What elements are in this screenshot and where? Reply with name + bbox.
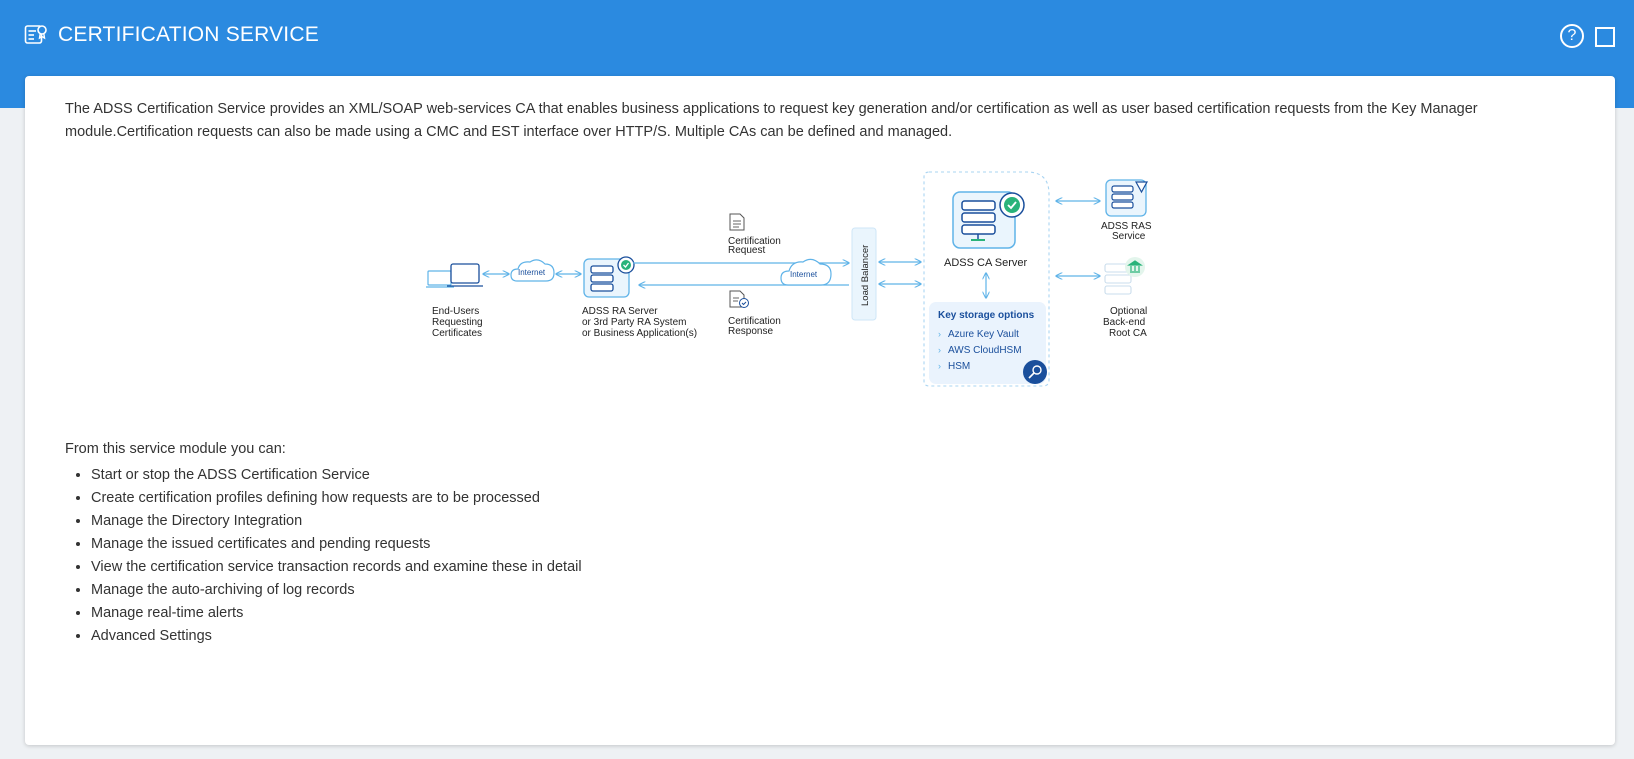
ra-server-label-1: ADSS RA Server [582, 306, 658, 317]
key-storage-option-1: Azure Key Vault [948, 329, 1019, 340]
document-icon [729, 213, 745, 231]
list-item: View the certification service transacti… [91, 556, 582, 579]
cloud-icon [510, 259, 555, 282]
key-storage-box [929, 302, 1046, 384]
ca-server-label: ADSS CA Server [944, 257, 1027, 269]
list-item: Create certification profiles defining h… [91, 487, 582, 510]
backend-ca-label-1: Optional [1110, 306, 1147, 317]
ra-server-icon [583, 256, 635, 298]
ra-server-label-2: or 3rd Party RA System [582, 317, 686, 328]
ras-service-label-2: Service [1112, 231, 1146, 242]
ras-service-icon [1105, 179, 1149, 217]
list-item: Manage the Directory Integration [91, 510, 582, 533]
key-storage-title: Key storage options [938, 310, 1035, 321]
maximize-button[interactable] [1595, 27, 1615, 47]
cert-response-label-2: Response [728, 326, 773, 337]
list-item: Manage the issued certificates and pendi… [91, 533, 582, 556]
load-balancer-label: Load Balancer [860, 245, 871, 306]
list-item: Start or stop the ADSS Certification Ser… [91, 464, 582, 487]
ra-server-label-3: or Business Application(s) [582, 328, 697, 339]
architecture-diagram: End-Users Requesting Certificates Intern… [426, 171, 1152, 387]
load-balancer-box [851, 227, 877, 321]
cert-request-label-1: Certification [728, 236, 781, 247]
key-storage-option-3: HSM [948, 361, 970, 372]
page-title: CERTIFICATION SERVICE [58, 23, 319, 46]
internet-label-2: Internet [790, 270, 818, 279]
list-item: Manage real-time alerts [91, 602, 582, 625]
help-button[interactable]: ? [1560, 24, 1584, 48]
list-item: Advanced Settings [91, 625, 582, 648]
backend-ca-label-3: Root CA [1109, 328, 1147, 339]
key-storage-chevron-1: › [938, 329, 941, 339]
certificate-service-icon [24, 25, 47, 44]
cloud-icon [780, 258, 832, 286]
internet-label-1: Internet [518, 268, 546, 277]
ca-cluster-boundary [923, 171, 1050, 387]
cert-response-label-1: Certification [728, 316, 781, 327]
key-search-icon [1023, 360, 1047, 384]
backend-ca-label-2: Back-end [1103, 317, 1145, 328]
ca-server-icon [952, 191, 1025, 249]
header-title-group: CERTIFICATION SERVICE [24, 22, 319, 48]
cert-request-label-2: Request [728, 245, 765, 256]
ras-service-label-1: ADSS RAS [1101, 221, 1152, 232]
features-list: Start or stop the ADSS Certification Ser… [65, 464, 582, 648]
key-storage-chevron-2: › [938, 345, 941, 355]
end-users-label-2: Requesting [432, 317, 483, 328]
root-ca-icon [1104, 257, 1145, 295]
signed-document-icon [729, 290, 749, 308]
features-heading: From this service module you can: [65, 441, 286, 457]
help-icon: ? [1567, 27, 1577, 44]
key-storage-option-2: AWS CloudHSM [948, 345, 1022, 356]
list-item: Manage the auto-archiving of log records [91, 579, 582, 602]
laptop-icon [426, 263, 483, 288]
end-users-label-1: End-Users [432, 306, 479, 317]
content-card: The ADSS Certification Service provides … [25, 76, 1615, 745]
key-storage-chevron-3: › [938, 361, 941, 371]
intro-paragraph: The ADSS Certification Service provides … [65, 101, 1478, 140]
end-users-label-3: Certificates [432, 328, 482, 339]
